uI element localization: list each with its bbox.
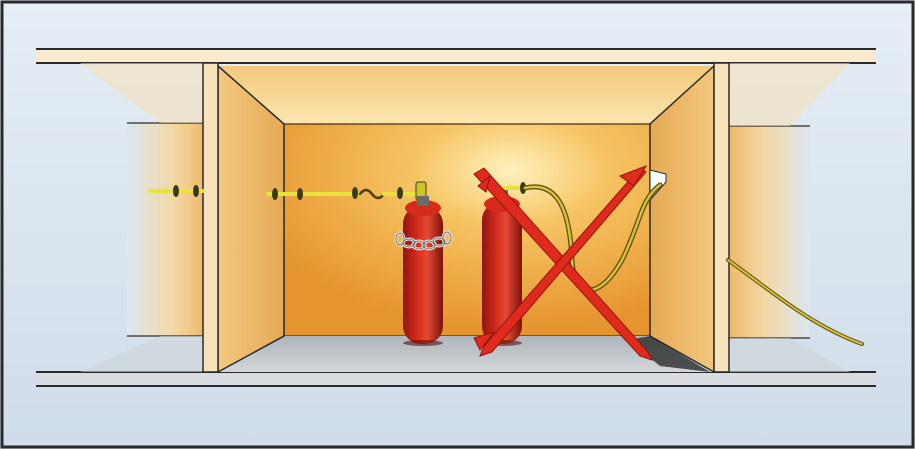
left-front-post xyxy=(203,63,218,372)
cabinet xyxy=(203,63,729,372)
top-beam xyxy=(36,49,876,63)
secured-cylinder-icon xyxy=(403,196,443,346)
bottom-beam xyxy=(36,372,876,386)
right-front-post xyxy=(714,63,729,372)
cabinet-ceiling xyxy=(218,66,714,124)
